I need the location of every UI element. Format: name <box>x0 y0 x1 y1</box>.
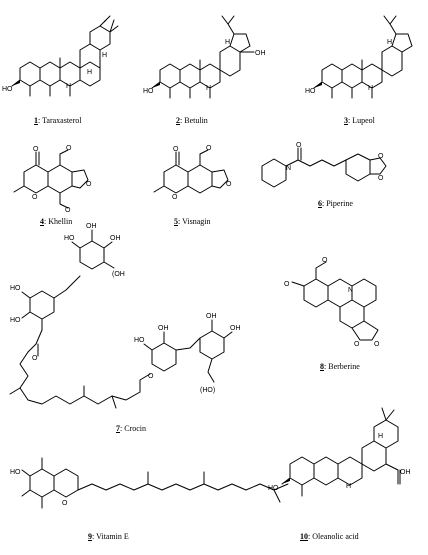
atom-label-o: O <box>206 145 212 152</box>
atom-label-oh-paren: (OH <box>112 271 125 278</box>
caption-5: 5: Visnagin <box>174 217 211 226</box>
atom-label-o: O <box>378 153 384 160</box>
atom-label-h: H <box>387 39 392 46</box>
atom-label-oh: OH <box>230 325 241 332</box>
structure-crocin: HO OH OH (OH HO HO O O HO OH OH OH (HO) <box>9 223 241 409</box>
structure-vitamin-e: HO O <box>10 457 289 509</box>
compound-number: 4 <box>40 217 44 226</box>
caption-8: 8: Berberine <box>320 362 360 371</box>
compound-name: Taraxasterol <box>42 116 82 125</box>
atom-label-o: O <box>173 146 179 153</box>
atom-label-o: O <box>374 341 380 348</box>
caption-9: 9: Vitamin E <box>88 532 129 541</box>
atom-label-h: H <box>87 69 92 76</box>
atom-label-o: O <box>148 373 154 380</box>
compound-name: Khellin <box>48 217 73 226</box>
atom-label-o: O <box>296 142 302 149</box>
atom-label-h: H <box>368 85 373 92</box>
atom-label-oh: OH <box>255 50 266 57</box>
atom-label-ho: HO <box>10 469 21 476</box>
compound-name: Betulin <box>184 116 208 125</box>
atom-label-o: O <box>33 146 39 153</box>
structure-visnagin: O O O O <box>153 145 232 201</box>
caption-6: 6: Piperine <box>318 199 353 208</box>
atom-label-h: H <box>206 85 211 92</box>
atom-label-h: H <box>66 83 71 90</box>
structure-khellin: O O O O O <box>13 145 92 214</box>
structure-oleanolic-acid: HO OH H H <box>268 407 411 497</box>
caption-3: 3: Lupeol <box>344 116 375 125</box>
atom-label-o: O <box>32 355 38 362</box>
structure-piperine: N O O O <box>261 142 387 188</box>
atom-label-h: H <box>102 52 107 59</box>
atom-label-n: N <box>348 287 353 294</box>
compound-number: 6 <box>318 199 322 208</box>
atom-label-ho: HO <box>268 485 279 492</box>
atom-label-o: O <box>62 500 68 507</box>
compound-name: Crocin <box>124 424 147 433</box>
atom-label-ho: HO <box>10 285 21 292</box>
atom-label-o: O <box>354 341 360 348</box>
caption-2: 2: Betulin <box>176 116 208 125</box>
compound-name: Berberine <box>328 362 360 371</box>
atom-label-h: H <box>378 433 383 440</box>
caption-10: 10: Oleanolic acid <box>300 532 359 541</box>
atom-label-h: H <box>346 483 351 490</box>
compound-name: Vitamin E <box>96 532 129 541</box>
atom-label-o: O <box>226 181 232 188</box>
atom-label-o: O <box>32 194 38 201</box>
atom-label-ho-paren: (HO) <box>200 387 215 394</box>
atom-label-oh: OH <box>110 235 121 242</box>
compound-number: 1 <box>34 116 38 125</box>
compound-name: Visnagin <box>182 217 211 226</box>
compound-number: 10 <box>300 532 308 541</box>
atom-label-o: O <box>86 181 92 188</box>
structure-taraxasterol: HO H H H <box>2 15 119 97</box>
structure-berberine: O O N O O <box>284 257 380 348</box>
compound-name: Oleanolic acid <box>312 532 359 541</box>
structure-betulin: HO OH H H <box>143 15 266 99</box>
caption-4: 4: Khellin <box>40 217 73 226</box>
atom-label-ho: HO <box>134 337 145 344</box>
atom-label-oh: OH <box>86 223 97 230</box>
atom-label-o: O <box>172 194 178 201</box>
compound-name: Piperine <box>326 199 353 208</box>
atom-label-h: H <box>225 39 230 46</box>
atom-label-o: O <box>65 207 71 214</box>
compound-number: 9 <box>88 532 92 541</box>
compound-number: 7 <box>116 424 120 433</box>
atom-label-o: O <box>284 281 290 288</box>
atom-label-ho: HO <box>305 88 316 95</box>
structure-lupeol: HO H H <box>305 15 413 99</box>
atom-label-ho: HO <box>10 317 21 324</box>
compound-number: 5 <box>174 217 178 226</box>
atom-label-ho: HO <box>143 88 154 95</box>
atom-label-n: N <box>286 165 291 172</box>
compound-number: 8 <box>320 362 324 371</box>
atom-label-o: O <box>66 145 72 152</box>
atom-label-ho: HO <box>2 86 13 93</box>
caption-7: 7: Crocin <box>116 424 147 433</box>
compound-number: 3 <box>344 116 348 125</box>
compound-number: 2 <box>176 116 180 125</box>
caption-1: 1: Taraxasterol <box>34 116 82 125</box>
atom-label-o: O <box>322 257 328 264</box>
compound-name: Lupeol <box>352 116 375 125</box>
atom-label-o: O <box>378 175 384 182</box>
atom-label-oh: OH <box>158 325 169 332</box>
atom-label-ho: HO <box>64 235 75 242</box>
atom-label-oh: OH <box>400 469 411 476</box>
atom-label-oh: OH <box>206 313 217 320</box>
